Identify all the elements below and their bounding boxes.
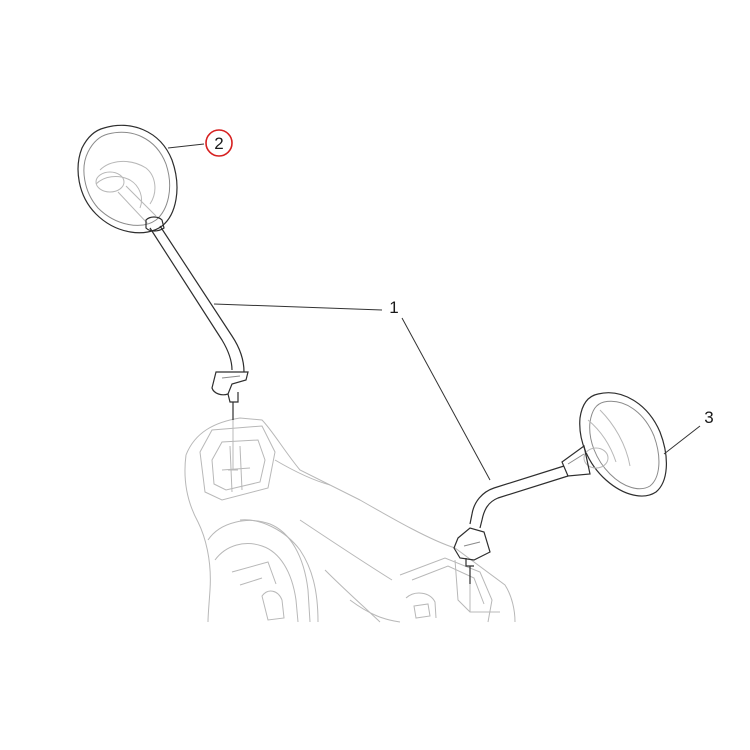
callout-label-2: 2 [214, 134, 223, 153]
leader-3 [663, 425, 701, 455]
right-mirror [453, 392, 667, 612]
left-mirror [77, 124, 249, 471]
callout-1[interactable]: 1 [389, 298, 398, 317]
highlight-ring [205, 129, 233, 157]
handlebar-cover-ghost [184, 417, 516, 623]
leader-2 [167, 143, 205, 149]
callout-3[interactable]: 3 [704, 408, 713, 427]
callout-label-3: 3 [704, 408, 713, 427]
callout-2[interactable]: 2 [205, 129, 233, 157]
leader-1b [401, 317, 491, 481]
leader-lines [167, 143, 701, 481]
callout-label-1: 1 [389, 298, 398, 317]
leader-1a [213, 303, 383, 311]
